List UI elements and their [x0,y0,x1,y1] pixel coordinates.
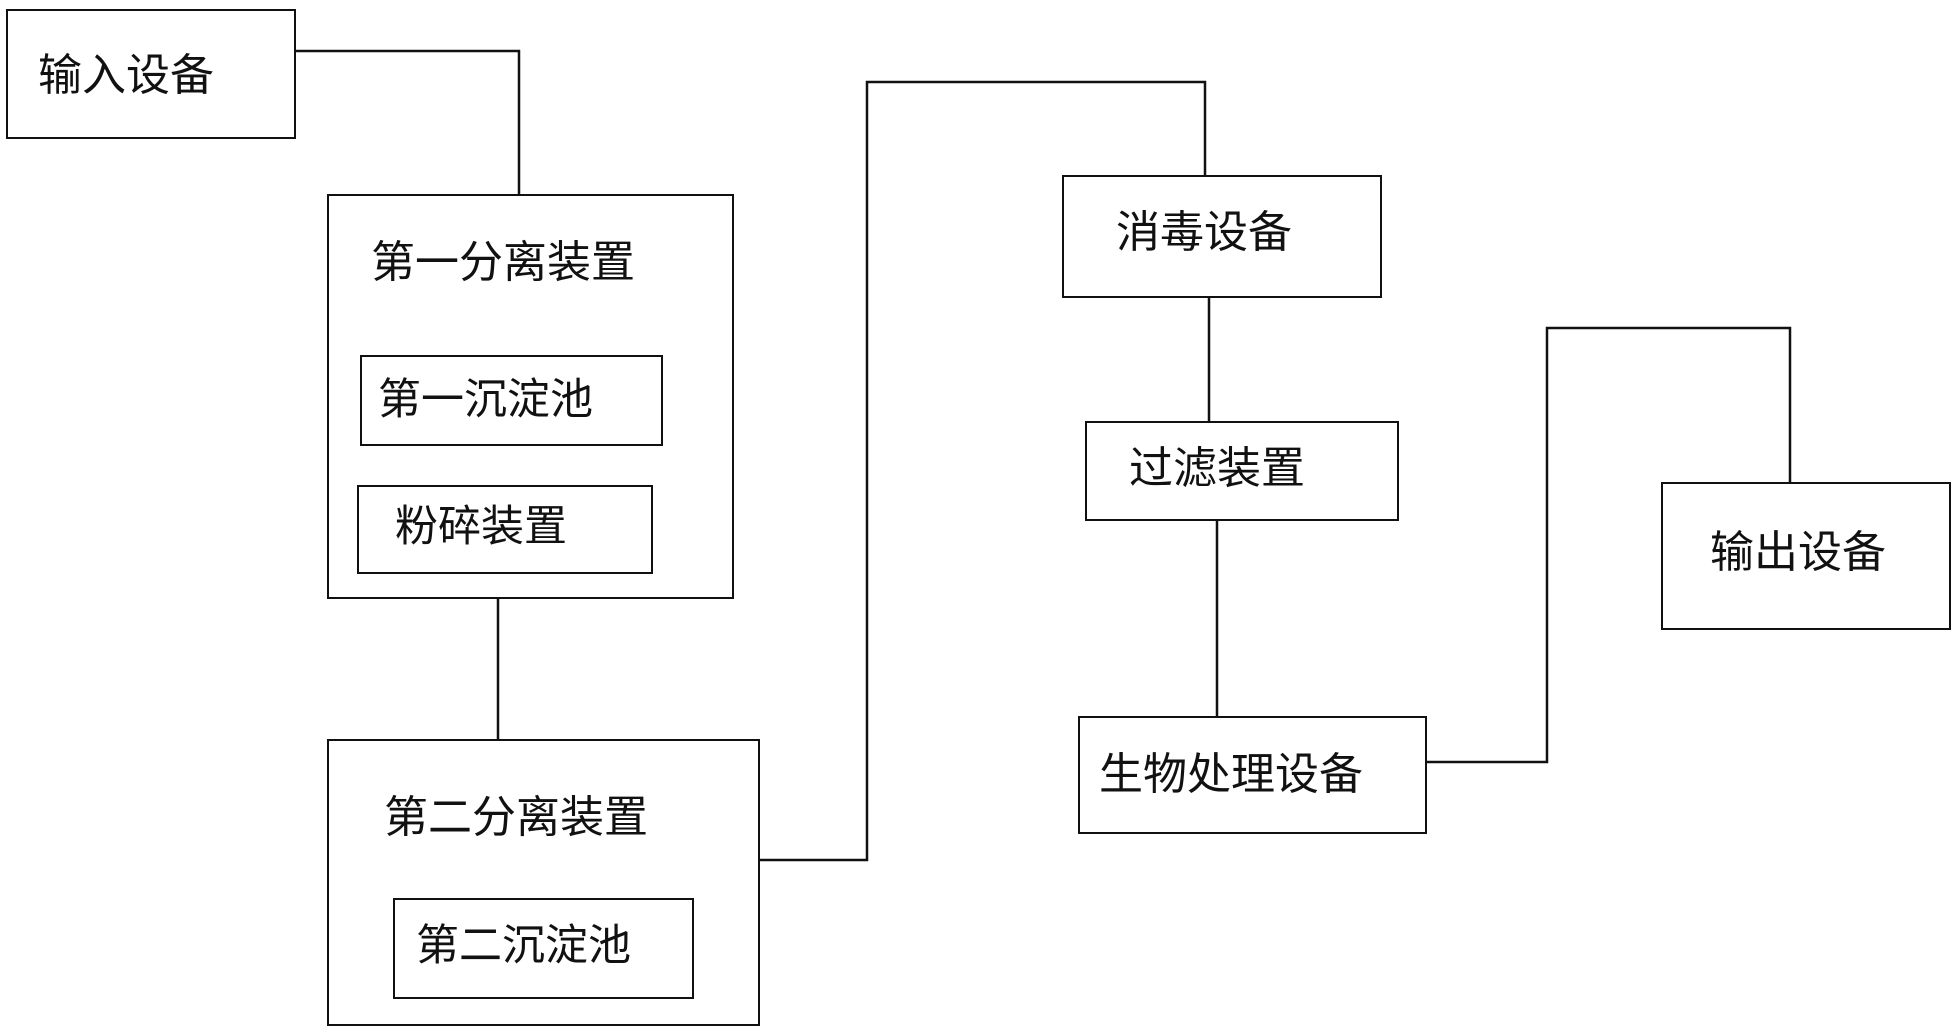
second-sedimentation-tank-box: 第二沉淀池 [393,898,694,999]
second-separation-device-box: 第二分离装置 第二沉淀池 [327,739,760,1026]
connector-biological-treatment-to-output [1425,326,1792,764]
output-device-label: 输出设备 [1710,527,1886,578]
input-device-label: 输入设备 [38,50,214,101]
filtration-device-label: 过滤装置 [1129,443,1305,494]
crushing-device-box: 粉碎装置 [357,485,653,574]
disinfection-device-box: 消毒设备 [1062,175,1382,298]
input-device-box: 输入设备 [6,9,296,139]
biological-treatment-device-box: 生物处理设备 [1078,716,1427,834]
output-device-box: 输出设备 [1661,482,1951,630]
disinfection-device-label: 消毒设备 [1116,207,1292,258]
connector-input-to-first-separation [294,49,521,196]
first-sedimentation-tank-label: 第一沉淀池 [378,375,593,425]
biological-treatment-device-label: 生物处理设备 [1099,749,1363,800]
first-separation-device-label: 第一分离装置 [371,237,635,288]
connector-second-separation-to-disinfection [759,80,1207,862]
crushing-device-label: 粉碎装置 [395,502,567,552]
second-separation-device-label: 第二分离装置 [384,792,648,843]
filtration-device-box: 过滤装置 [1085,421,1399,521]
first-sedimentation-tank-box: 第一沉淀池 [360,355,663,446]
first-separation-device-box: 第一分离装置 第一沉淀池 粉碎装置 [327,194,734,599]
second-sedimentation-tank-label: 第二沉淀池 [416,921,631,971]
